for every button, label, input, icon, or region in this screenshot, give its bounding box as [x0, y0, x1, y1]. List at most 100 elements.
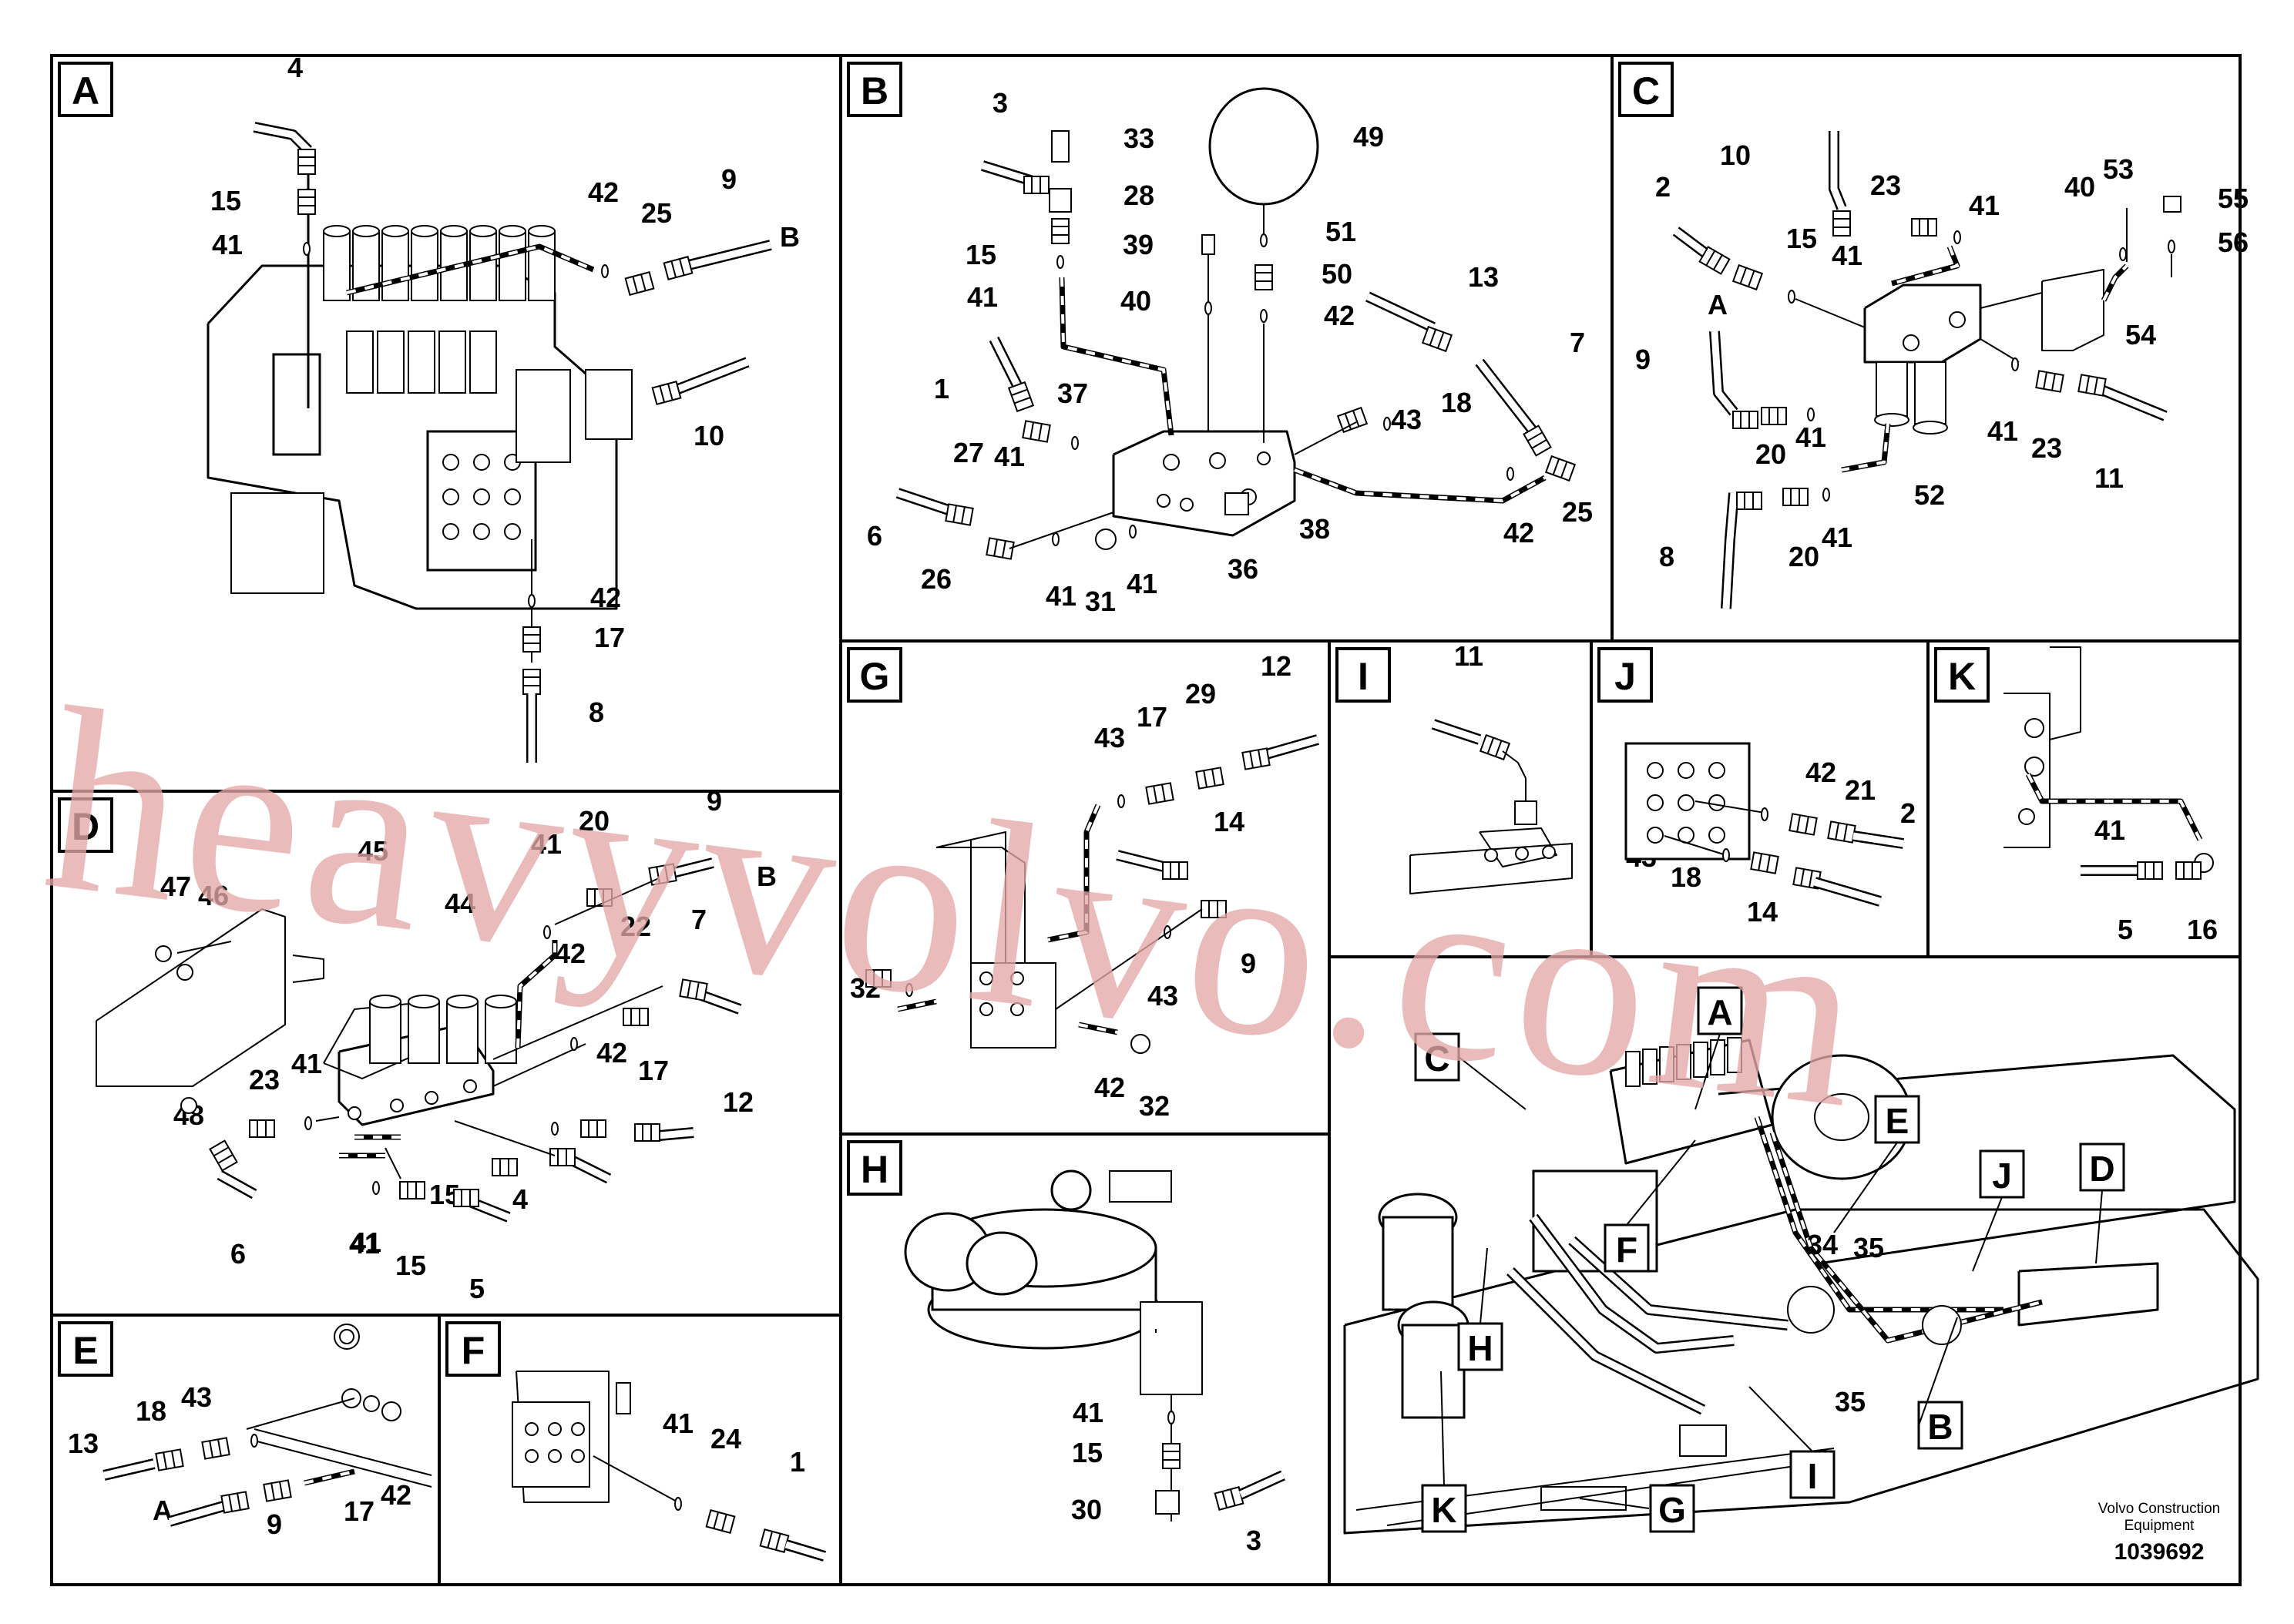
panel-label-D: D [72, 805, 99, 848]
panel-label-E: E [72, 1329, 98, 1372]
panel-label-K: K [1948, 655, 1976, 698]
callout-D-12: 12 [723, 1086, 754, 1118]
callout-H-30: 30 [1071, 1494, 1102, 1525]
callout-A-B: B [780, 221, 800, 253]
callout-C-A: A [1708, 289, 1728, 320]
callout-D-23: 23 [249, 1064, 280, 1096]
callout-D-22: 22 [620, 911, 651, 942]
callout-C-15: 15 [1786, 223, 1817, 254]
callout-B-15: 15 [966, 239, 996, 270]
panel-B-art [895, 87, 1577, 560]
callout-C-54: 54 [2125, 319, 2156, 351]
overview-callout-34: 34 [1807, 1229, 1838, 1260]
panel-label-G: G [860, 655, 890, 698]
callout-C-53: 53 [2103, 153, 2134, 185]
callout-B-38: 38 [1299, 513, 1330, 545]
callout-D-47: 47 [160, 871, 191, 902]
callout-E-13: 13 [68, 1428, 99, 1459]
callout-D-42: 42 [555, 938, 586, 969]
callout-B-41: 41 [1127, 568, 1157, 599]
callout-H-15: 15 [1072, 1437, 1103, 1468]
callout-H-3: 3 [1246, 1525, 1261, 1556]
panel-E-art [102, 1324, 432, 1527]
callout-B-43: 43 [1391, 404, 1422, 435]
callout-B-37: 37 [1057, 377, 1088, 409]
callout-H-41: 41 [1073, 1397, 1103, 1428]
callout-K-41: 41 [2094, 814, 2125, 846]
callout-D-41: 41 [349, 1228, 380, 1260]
callout-A-25: 25 [641, 197, 672, 229]
company-line-1: Volvo Construction [2098, 1501, 2221, 1517]
footer-note: Volvo Construction Equipment 1039692 [2067, 1501, 2252, 1565]
callout-C-40: 40 [2064, 171, 2095, 203]
callout-B-41: 41 [1046, 580, 1076, 612]
callout-E-9: 9 [267, 1508, 282, 1540]
panel-label-F: F [462, 1329, 485, 1372]
callout-C-9: 9 [1635, 344, 1651, 375]
overview-box-H: H [1467, 1328, 1493, 1368]
callout-G-14: 14 [1214, 806, 1244, 837]
callout-G-43: 43 [1094, 722, 1125, 753]
panel-label-A: A [72, 69, 99, 112]
callout-B-49: 49 [1353, 121, 1384, 153]
callout-A-10: 10 [694, 420, 724, 451]
callout-J-2: 2 [1900, 797, 1916, 829]
panel-label-C: C [1632, 69, 1660, 112]
overview-box-J: J [1992, 1156, 2012, 1196]
callout-C-41: 41 [1822, 522, 1852, 553]
company-line-2: Equipment [2124, 1518, 2195, 1534]
callout-A-4: 4 [287, 52, 303, 83]
panel-label-B: B [861, 69, 888, 112]
panel-G-art [865, 734, 1319, 1054]
callout-E-17: 17 [344, 1495, 374, 1527]
callout-B-26: 26 [921, 563, 952, 595]
panel-A-art [207, 122, 772, 763]
callout-A-8: 8 [589, 696, 604, 728]
callout-B-41: 41 [967, 281, 998, 313]
panel-F-art [512, 1371, 827, 1562]
callout-B-28: 28 [1123, 180, 1154, 211]
callout-B-13: 13 [1468, 261, 1499, 293]
callout-C-56: 56 [2218, 226, 2249, 258]
drawing-number: 1039692 [2114, 1539, 2205, 1565]
callout-D-9: 9 [707, 785, 722, 817]
callout-F-1: 1 [790, 1446, 805, 1478]
callout-D-17: 17 [638, 1055, 669, 1086]
panel-label-H: H [861, 1148, 888, 1191]
panel-K-art [2003, 646, 2214, 880]
overview-box-E: E [1886, 1101, 1909, 1141]
callout-B-3: 3 [992, 87, 1008, 119]
callout-K-5: 5 [2118, 914, 2133, 945]
callout-B-40: 40 [1120, 285, 1151, 317]
callout-C-41: 41 [1987, 415, 2018, 447]
callout-J-14: 14 [1747, 896, 1778, 928]
overview-box-A: A [1707, 992, 1732, 1032]
callout-C-20: 20 [1789, 541, 1819, 572]
callout-D-46: 46 [198, 880, 229, 911]
callout-G-9: 9 [1241, 948, 1256, 979]
callout-A-15: 15 [210, 185, 241, 216]
callout-C-23: 23 [1870, 169, 1901, 201]
callout-B-1: 1 [934, 373, 949, 404]
callout-E-42: 42 [381, 1479, 411, 1511]
callout-I-11: 11 [1454, 640, 1483, 672]
callout-A-9: 9 [721, 163, 737, 195]
callout-G-29: 29 [1185, 678, 1216, 710]
callout-C-55: 55 [2218, 183, 2249, 214]
callout-B-42: 42 [1503, 517, 1534, 549]
panel-H: H 41 15 30 3 [847, 1140, 1261, 1556]
panel-J-art [1624, 742, 1905, 907]
overview-box-F: F [1616, 1230, 1637, 1270]
callout-B-25: 25 [1562, 496, 1593, 528]
overview-box-I: I [1808, 1456, 1818, 1496]
callout-D-6: 6 [230, 1238, 246, 1270]
